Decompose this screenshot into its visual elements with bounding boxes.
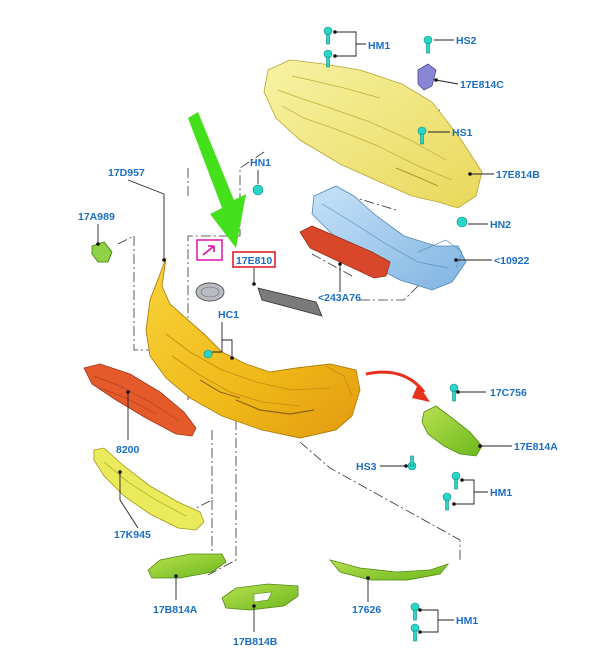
label-hm1-mid: HM1 — [490, 487, 512, 499]
label-17b814b: 17B814B — [233, 636, 278, 648]
label-hs1: HS1 — [452, 127, 473, 139]
bracket-17e814c — [417, 63, 437, 91]
label-hn1: HN1 — [250, 157, 271, 169]
fastener-clips — [203, 26, 468, 642]
label-hm1-bottom: HM1 — [456, 615, 478, 627]
bezel-17b814b — [221, 583, 299, 611]
label-17e814c: 17E814C — [460, 79, 504, 91]
grille-8200 — [83, 363, 197, 437]
bezel-17b814a — [147, 553, 227, 579]
leader-dots — [96, 30, 482, 634]
label-hm1-top: HM1 — [368, 40, 390, 52]
deflector-17626 — [328, 559, 450, 581]
label-10922: <10922 — [494, 255, 529, 267]
label-17e814b: 17E814B — [496, 169, 540, 181]
label-8200: 8200 — [116, 444, 140, 456]
label-17626: 17626 — [352, 604, 381, 616]
tow-eye-cover-17a989 — [91, 241, 113, 263]
red-move-arrow — [365, 370, 430, 402]
highlight-box — [232, 251, 276, 268]
label-hn2: HN2 — [490, 219, 511, 231]
label-17k945: 17K945 — [114, 529, 151, 541]
label-17b814a: 17B814A — [153, 604, 198, 616]
green-callout-arrow — [188, 112, 246, 248]
pencil-arrow-icon — [196, 239, 223, 261]
label-17a989: 17A989 — [78, 211, 115, 223]
label-243a76: <243A76 — [318, 292, 361, 304]
label-hc1: HC1 — [218, 309, 239, 321]
label-17e814a: 17E814A — [514, 441, 558, 453]
lower-absorber-strip — [299, 225, 391, 279]
label-17c756: 17C756 — [490, 387, 527, 399]
part-labels: HM1 HS2 17E814C HS1 17E814B HN1 HN2 <109… — [78, 35, 558, 648]
oval-emblem-icon — [195, 282, 225, 302]
leader-lines — [97, 31, 512, 633]
label-hs3: HS3 — [356, 461, 377, 473]
bracket-17e814a — [421, 405, 483, 457]
grille-17k945 — [93, 447, 205, 531]
label-hs2: HS2 — [456, 35, 477, 47]
grille-trim-17e810 — [257, 287, 323, 317]
label-17e810: 17E810 — [236, 255, 272, 267]
upper-absorber — [263, 59, 483, 209]
bumper-cover — [145, 257, 361, 439]
label-17d957: 17D957 — [108, 167, 145, 179]
